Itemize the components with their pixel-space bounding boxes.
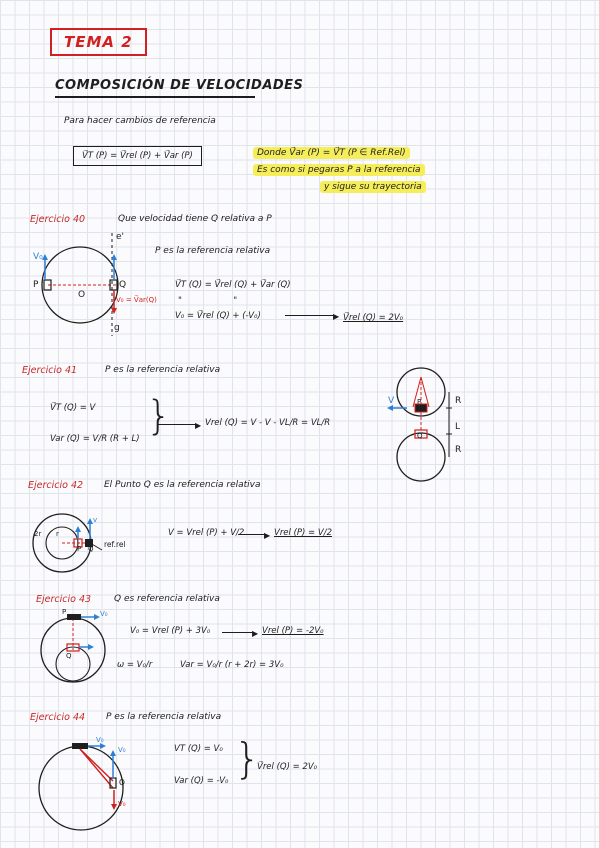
- ex44-label-v0a: V₀: [96, 736, 104, 744]
- ex41-figure: [387, 367, 452, 482]
- ex43-arrow: [222, 632, 254, 633]
- ex43-arrowhead: ▶: [252, 629, 259, 638]
- ex41-label-r2: R: [455, 445, 462, 455]
- ex42-figure: [32, 513, 103, 573]
- ex41-label-v: V: [388, 396, 395, 406]
- ex44-result: V⃗rel (Q) = 2V₀: [257, 762, 318, 772]
- ex44-label: Ejercicio 44: [30, 712, 86, 723]
- ex41-label: Ejercicio 41: [22, 365, 78, 376]
- ex43-label: Ejercicio 43: [36, 594, 92, 605]
- ex40-label-v0: V₀: [33, 252, 43, 262]
- ex44-figure: [38, 743, 124, 831]
- ex44-statement: P es la referencia relativa: [106, 712, 222, 722]
- ex44-eq2: Var (Q) = -V₀: [174, 776, 229, 786]
- ex44-label-v0b: V₀: [118, 746, 126, 754]
- ex43-eq3: Var = V₀/r (r + 2r) = 3V₀: [180, 660, 284, 670]
- ex44-label-v0c: V₀: [118, 800, 126, 808]
- ex40-question: Que velocidad tiene Q relativa a P: [118, 214, 272, 224]
- ex41-arrowhead: ▶: [195, 421, 202, 430]
- ex40-label-var: V₀ = V⃗ar(Q): [116, 296, 157, 304]
- ex44-eq1: VT (Q) = V₀: [174, 744, 223, 754]
- ex40-ditto: " ": [178, 296, 238, 306]
- ex41-eq1: V⃗T (Q) = V: [50, 403, 96, 413]
- tema-title: TEMA 2: [50, 28, 147, 56]
- ex41-eq3: Vrel (Q) = V - V - VL/R = VL/R: [205, 418, 331, 428]
- intro-text: Para hacer cambios de referencia: [64, 116, 216, 126]
- ex42-label-2r: 2r: [34, 530, 42, 538]
- ex42-arrowhead: ▶: [264, 531, 271, 540]
- ex42-result: Vrel (P) = V/2: [274, 528, 332, 538]
- note-line-1: Donde V⃗ar (P) = V⃗T (P ∈ Ref.Rel): [253, 147, 410, 159]
- ex43-eq2: ω = V₀/r: [117, 660, 153, 670]
- ex41-label-l: L: [455, 422, 461, 432]
- ex42-label-r: r: [56, 530, 59, 538]
- ex40-label-eprime: e': [116, 232, 125, 242]
- ex43-statement: Q es referencia relativa: [114, 594, 220, 604]
- ex43-eq1: V₀ = Vrel (P) + 3V₀: [130, 626, 211, 636]
- note-line-2: Es como si pegaras P a la referencia: [253, 164, 425, 176]
- section-title: COMPOSICIÓN DE VELOCIDADES: [55, 78, 304, 93]
- formula-box: V⃗T (P) = V⃗rel (P) + V⃗ar (P): [73, 146, 202, 166]
- ex41-brace: }: [146, 393, 172, 439]
- ex41-eq2: Var (Q) = V/R (R + L): [50, 434, 140, 444]
- title-underline: [55, 96, 255, 98]
- ex41-label-r1: R: [455, 396, 462, 406]
- ex40-label-q: Q: [119, 280, 127, 290]
- ex40-label: Ejercicio 40: [30, 214, 86, 225]
- ex43-figure: [40, 614, 106, 683]
- ex42-label-q: Q: [88, 545, 94, 553]
- ex41-statement: P es la referencia relativa: [105, 365, 221, 375]
- ex42-label-ref: ref.rel: [104, 540, 126, 549]
- ex40-statement: P es la referencia relativa: [155, 246, 271, 256]
- ex40-arrowhead: ▶: [333, 312, 340, 321]
- ex42-eq1: V = Vrel (P) + V/2: [168, 528, 245, 538]
- ex44-label-q: Q: [119, 778, 125, 787]
- ex41-label-p: P: [417, 398, 422, 406]
- ex43-label-q: Q: [66, 652, 72, 660]
- ex43-label-v0: V₀: [100, 610, 108, 618]
- ex40-eq1: V⃗T (Q) = V⃗rel (Q) + V⃗ar (Q): [175, 280, 291, 290]
- ex42-label-v: v: [93, 516, 98, 524]
- ex40-arrow: [285, 315, 335, 316]
- ex40-label-g: g: [114, 323, 120, 333]
- ex40-label-p: P: [33, 280, 39, 290]
- ex44-brace: }: [234, 734, 261, 783]
- ex41-arrow: [157, 424, 197, 425]
- ex42-label-p: P: [77, 545, 82, 553]
- ex40-label-o: O: [78, 290, 86, 300]
- note-line-3: y sigue su trayectoria: [320, 181, 426, 193]
- ex43-label-p: P: [62, 608, 67, 616]
- ex41-label-q: Q: [417, 432, 423, 440]
- ex40-figure: [41, 233, 119, 336]
- ex40-result: V⃗rel (Q) = 2V₀: [343, 313, 404, 323]
- ex42-statement: El Punto Q es la referencia relativa: [104, 480, 261, 490]
- ex40-eq2: V₀ = V⃗rel (Q) + (-V₀): [175, 311, 261, 321]
- ex43-result: Vrel (P) = -2V₀: [262, 626, 324, 636]
- ex42-arrow: [238, 534, 266, 535]
- ex42-label: Ejercicio 42: [28, 480, 84, 491]
